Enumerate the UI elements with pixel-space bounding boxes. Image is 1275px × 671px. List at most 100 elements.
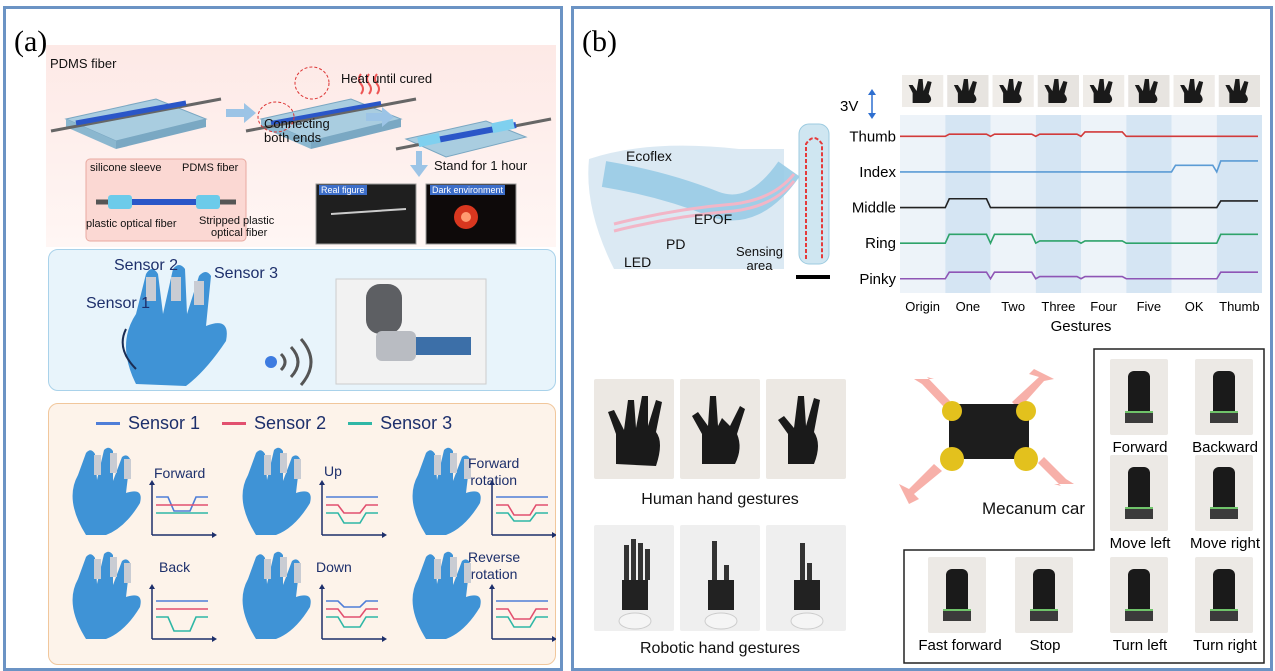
label-reverse-rotation-line1: Reverse	[468, 549, 521, 565]
label-silicone-sleeve: silicone sleeve	[90, 162, 162, 174]
label-pd: PD	[666, 236, 686, 252]
gesture-thumbnail-hand-1	[953, 79, 977, 103]
label-sensor-2: Sensor 2	[114, 257, 179, 274]
motion-glove-shape-1	[242, 447, 311, 535]
gesture-band-origin	[900, 115, 946, 293]
label-epof: EPOF	[694, 211, 733, 227]
label-pdms-fiber: PDMS fiber	[50, 56, 117, 71]
legend-label-sensor-1: Sensor 1	[128, 413, 201, 433]
motion-glove-1	[242, 447, 311, 535]
label-connecting: Connecting both ends	[264, 117, 330, 145]
motion-glove-5	[412, 551, 481, 639]
car-gesture-photo-7	[1195, 557, 1253, 633]
label-sensor-1: Sensor 1	[86, 295, 151, 312]
motion-axis-x-arrow-2	[552, 532, 556, 538]
motion-axis-x-arrow-1	[382, 532, 387, 538]
human-gestures-caption: Human hand gestures	[641, 491, 799, 508]
gesture-tick-two: Two	[1001, 299, 1025, 314]
gesture-trace-thumb	[900, 131, 1258, 138]
scale-bar-label: 3V	[840, 98, 858, 115]
car-gesture-label-stop: Stop	[1029, 637, 1061, 654]
gesture-tick-thumb: Thumb	[1219, 299, 1259, 314]
car-gesture-hand-4	[946, 569, 968, 619]
label-sensor-3: Sensor 3	[214, 265, 279, 282]
gesture-band-five	[1126, 115, 1172, 293]
label-sensing-area-line1: Sensing	[736, 244, 783, 259]
gesture-tick-five: Five	[1137, 299, 1162, 314]
robot-gestures-caption: Robotic hand gestures	[639, 640, 801, 657]
sensor-schematic	[588, 123, 830, 279]
car-gesture-hand-0	[1128, 371, 1150, 421]
scale-bar-arrow-up	[868, 89, 876, 95]
glove-robot-illustration	[121, 265, 487, 386]
label-forward-rotation-line2: rotation	[470, 472, 518, 488]
motion-axis-x-arrow-4	[382, 636, 387, 642]
gesture-tick-three: Three	[1041, 299, 1075, 314]
motion-glove-sensor-c-5	[464, 563, 471, 583]
legend-swatch-sensor-2	[222, 422, 247, 425]
car-gesture-label-move-left: Move left	[1109, 535, 1171, 552]
gesture-thumbnail-hand-6	[1180, 79, 1204, 103]
gesture-row-label-thumb: Thumb	[849, 128, 896, 145]
car-gesture-band-1	[1210, 411, 1238, 423]
legend-item-sensor-1: Sensor 1	[96, 413, 200, 434]
label-heat: Heat until cured	[341, 71, 433, 86]
gesture-band-four	[1081, 115, 1127, 293]
legend-label-sensor-2: Sensor 2	[254, 413, 327, 433]
car-gesture-photo-5	[1015, 557, 1073, 633]
label-connecting-line1: Connecting	[264, 116, 330, 131]
gesture-trace-middle	[900, 197, 1258, 209]
motion-glove-4	[242, 551, 311, 639]
motion-glove-2	[412, 447, 481, 535]
motion-glove-sensor-b-3	[110, 557, 117, 577]
motion-trace-4-sensor-3	[326, 616, 378, 628]
gesture-thumbnail-hand-4	[1089, 79, 1113, 103]
mecanum-car-illustration	[899, 369, 1074, 504]
gesture-band-three	[1035, 115, 1081, 293]
panel-b: (b) Ecoflex EPOF PD LED Sensing area Thu…	[571, 6, 1273, 671]
mecanum-car-label: Mecanum car	[982, 499, 1085, 518]
motion-trace-4-sensor-1	[326, 600, 378, 608]
motion-trace-3-sensor-3	[156, 616, 208, 632]
label-reverse-rotation: Reverse rotation	[468, 549, 520, 583]
motion-trace-2-sensor-2	[496, 504, 548, 516]
motion-glove-shape-2	[412, 447, 481, 535]
gesture-row-label-pinky: Pinky	[859, 271, 896, 288]
gesture-thumbnail-hand-3	[1044, 79, 1068, 103]
motion-glove-sensor-b-2	[450, 453, 457, 473]
motion-glove-3	[72, 551, 141, 639]
car-gesture-band-3	[1210, 507, 1238, 519]
label-up: Up	[324, 463, 342, 479]
gesture-x-axis-label: Gestures	[1051, 318, 1112, 335]
car-gesture-band-0	[1125, 411, 1153, 423]
motion-glove-shape-5	[412, 551, 481, 639]
motion-glove-sensor-a-4	[264, 559, 271, 579]
motion-glove-sensor-a-0	[94, 455, 101, 475]
motion-axis-y-arrow-5	[489, 584, 495, 589]
gesture-thumbnail-hand-7	[1225, 79, 1249, 103]
gesture-band-two	[990, 115, 1036, 293]
gesture-trace-index	[900, 160, 1258, 174]
car-gesture-label-turn-left: Turn left	[1112, 637, 1168, 654]
legend-item-sensor-2: Sensor 2	[222, 413, 326, 434]
panel-a-label: (a)	[14, 25, 48, 58]
label-stripped: Stripped plastic optical fiber	[199, 215, 274, 239]
motion-glove-sensor-c-4	[294, 563, 301, 583]
motion-glove-sensor-a-5	[434, 559, 441, 579]
car-gesture-label-fast-forward: Fast forward	[918, 637, 1002, 654]
motion-axis-y-arrow-4	[319, 584, 325, 589]
label-stand: Stand for 1 hour	[434, 158, 528, 173]
car-gesture-band-4	[943, 609, 971, 621]
motion-trace-2-sensor-3	[496, 512, 548, 522]
gesture-tick-ok: OK	[1185, 299, 1204, 314]
car-gesture-photo-1	[1195, 359, 1253, 435]
motion-trace-1-sensor-3	[326, 512, 378, 524]
car-gesture-photo-6	[1110, 557, 1168, 633]
motion-trace-4-sensor-2	[326, 608, 378, 618]
car-gestures-frame	[903, 348, 1265, 664]
gesture-thumbnail-hand-0	[908, 79, 932, 103]
gesture-trace-pinky	[900, 271, 1258, 281]
car-gesture-band-6	[1125, 609, 1153, 621]
motion-glove-sensor-b-0	[110, 453, 117, 473]
label-back: Back	[159, 559, 191, 575]
